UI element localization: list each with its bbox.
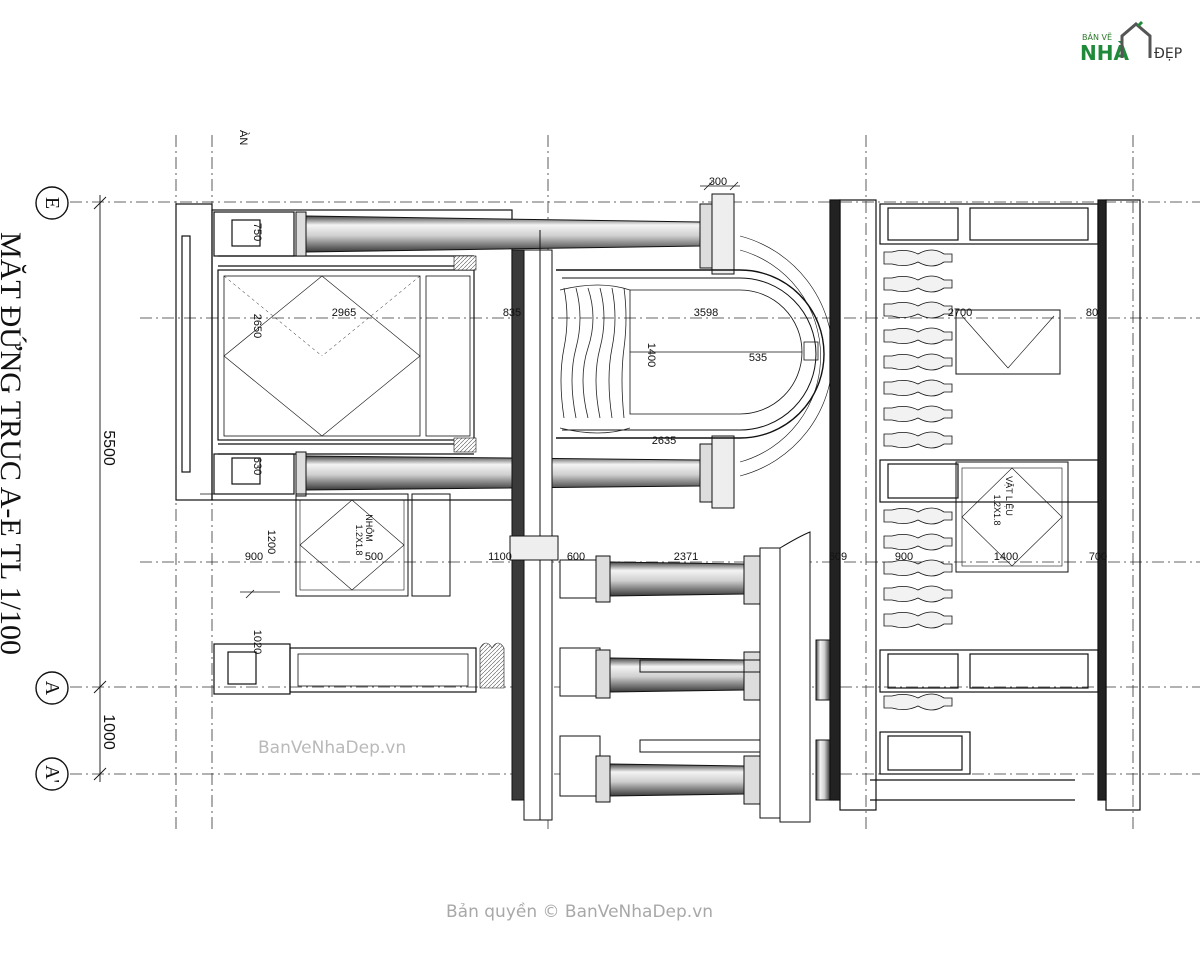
central-pilaster [509,230,559,821]
dim-535: 535 [749,352,767,364]
dim-2650: 2650 [251,314,263,338]
right-wall [829,199,1141,811]
axis-bubble-a-prime: A' [35,757,69,791]
logo-small-text: BẢN VẼ [1082,31,1112,42]
dim-630: 630 [251,457,263,475]
axis-label-e: E [41,197,63,209]
logo-suffix-text: ĐẸP [1154,46,1182,62]
dimension-ticks [200,181,740,599]
dim-2700: 2700 [948,307,972,319]
axis-bubble-a: A [35,671,69,705]
note-left-material: NHÔM [364,514,374,542]
baluster [883,353,953,371]
horizontal-column-lower [295,435,735,509]
dim-5500: 5500 [100,430,117,466]
dim-1000: 1000 [100,714,117,750]
watermark-copyright: Bản quyền © BanVeNhaDep.vn [446,902,714,922]
right-window-upper [955,309,1061,375]
dim-1400-arch: 1400 [645,343,657,367]
axis-label-a: A [41,681,63,696]
dim-1100: 1100 [488,551,512,563]
ornament-carving [453,255,505,689]
baluster [883,431,953,449]
lower-left-base [213,643,477,695]
baluster [883,611,953,629]
baluster [883,559,953,577]
baluster [883,405,953,423]
dim-2371: 2371 [674,551,698,563]
note-left-size: 1.2X1.8 [354,524,364,555]
dim-700: 700 [1089,551,1107,563]
curtain-drape [559,284,631,434]
dim-3598: 3598 [694,307,718,319]
note-right-material: VẬT LIỆU [1004,476,1014,516]
baluster [883,379,953,397]
baluster [883,275,953,293]
baluster [883,327,953,345]
drawing-title: MẶT ĐỨNG TRỤC A-E TL 1/100 [0,232,27,655]
axis-label-a-prime: A' [41,765,63,783]
baluster [883,585,953,603]
dim-1020: 1020 [251,630,263,654]
dim-609: 609 [829,551,847,563]
dim-80: 80 [1086,307,1098,319]
dim-900-right: 900 [895,551,913,563]
baluster [883,301,953,319]
baluster [883,693,953,711]
dim-1200: 1200 [265,530,277,554]
vertical-dimensions [93,195,107,782]
lower-left-window [295,493,451,597]
dim-2635: 2635 [652,435,676,447]
lower-columns [559,531,831,823]
horizontal-column-upper [295,193,735,275]
baluster [883,249,953,267]
axis-bubble-e: E [35,186,69,220]
dim-835: 835 [503,307,521,319]
dim-900-left: 900 [245,551,263,563]
dim-500: 500 [365,551,383,563]
note-right-size: 1.2X1.8 [992,494,1002,525]
dim-1400-right: 1400 [994,551,1018,563]
dim-750: 750 [251,223,263,241]
baluster [883,507,953,525]
arched-window [556,235,834,477]
balustrade [883,249,953,711]
baluster [883,533,953,551]
dim-2965: 2965 [332,307,356,319]
top-note: ÀN [237,130,250,145]
watermark-center: BanVeNhaDep.vn [258,738,407,758]
dim-600: 600 [567,551,585,563]
brand-logo: BẢN VẼ NHÀ ĐẸP [1080,20,1182,65]
dim-300: 300 [709,176,727,188]
right-window-lower [955,461,1069,573]
